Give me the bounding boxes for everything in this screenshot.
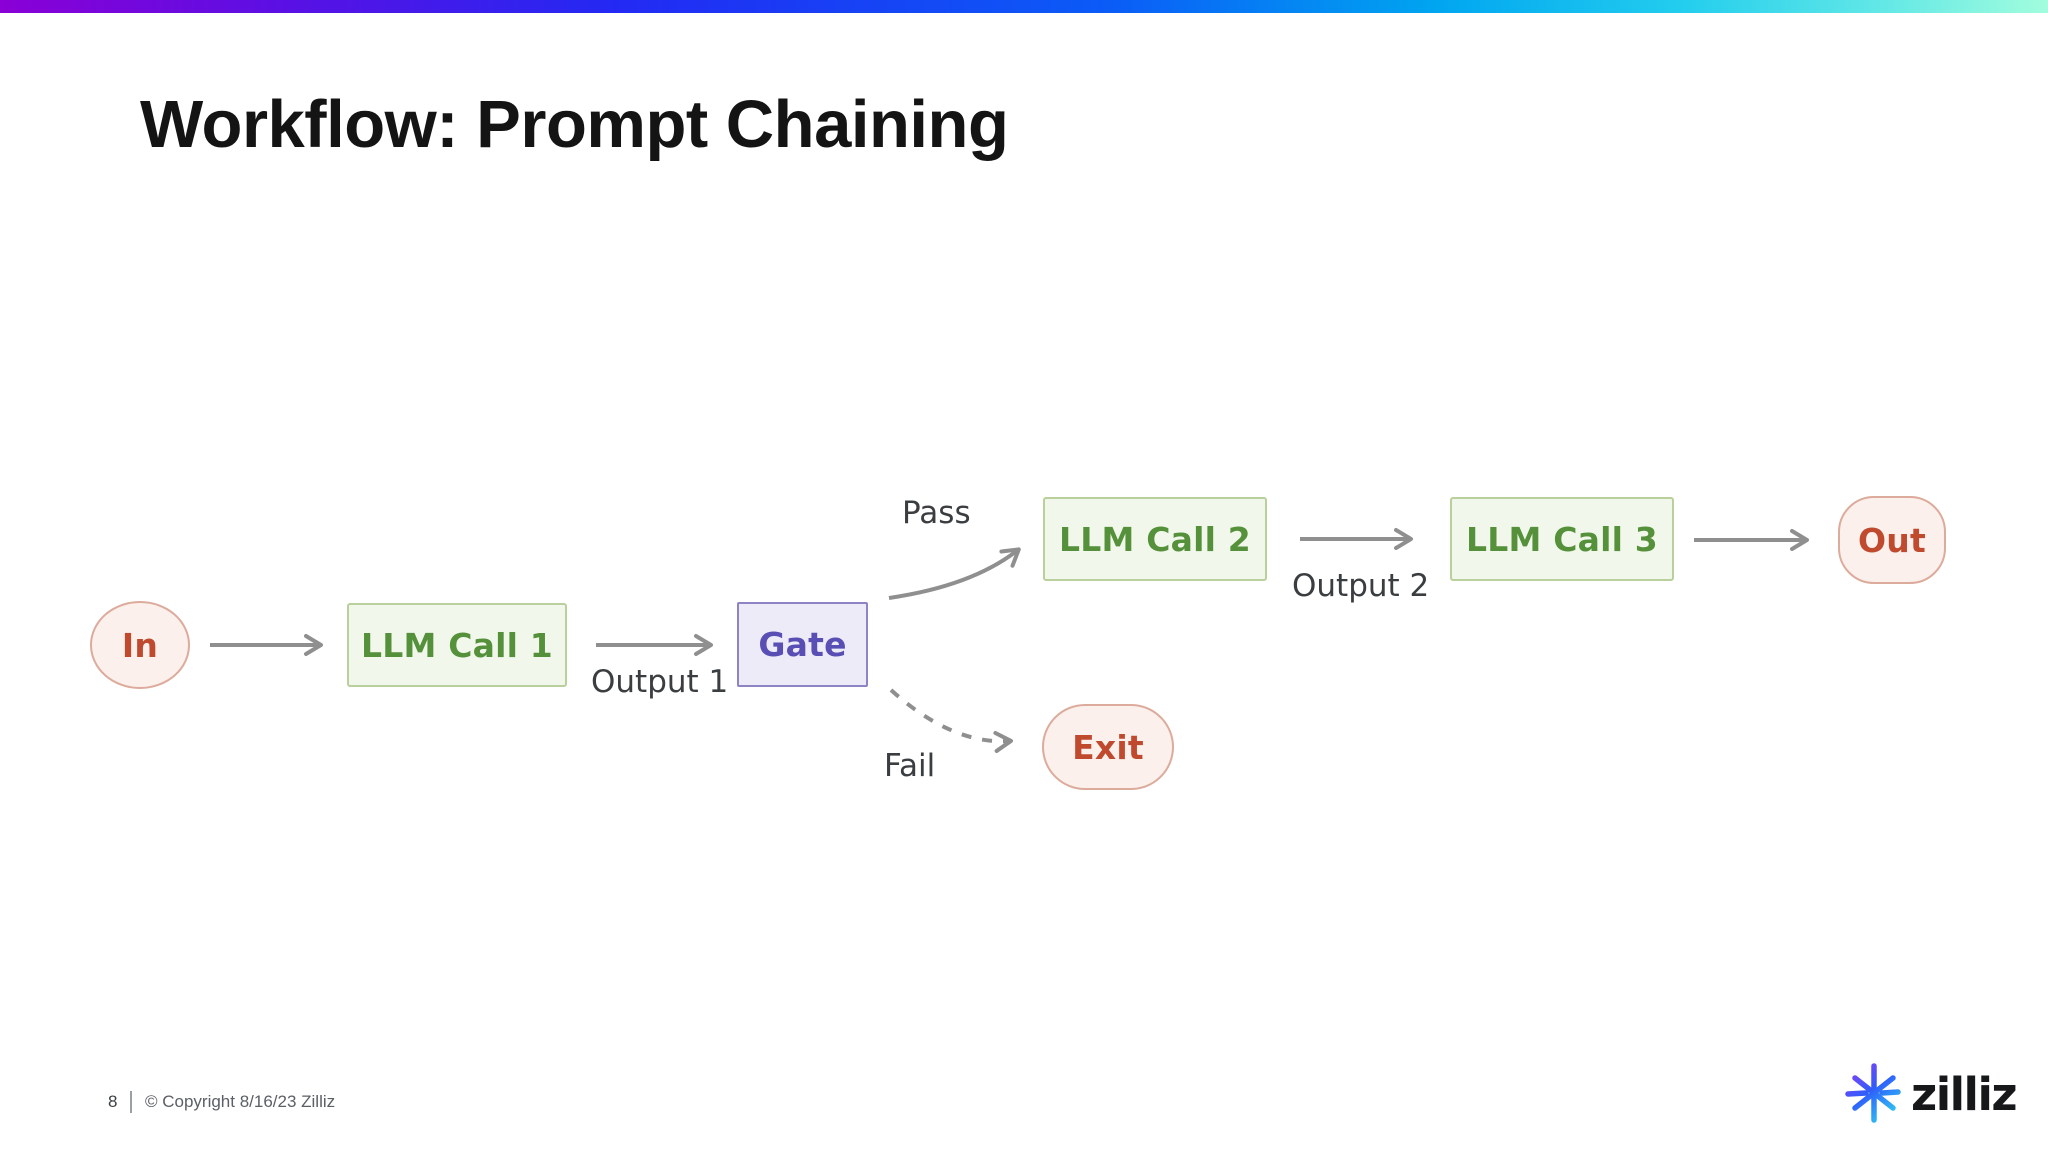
node-exit: Exit bbox=[1042, 704, 1174, 790]
arrow-gate-to-llm2-pass bbox=[888, 547, 1021, 600]
node-exit-label: Exit bbox=[1072, 727, 1144, 767]
footer-divider bbox=[130, 1091, 132, 1113]
gradient-accent-bar bbox=[0, 0, 2048, 13]
node-llm-call-1: LLM Call 1 bbox=[347, 603, 567, 687]
edge-label-output-2: Output 2 bbox=[1292, 568, 1430, 604]
zilliz-logo: zilliz bbox=[1842, 1060, 2018, 1126]
page-number: 8 bbox=[108, 1092, 118, 1111]
edge-label-fail: Fail bbox=[884, 748, 936, 784]
node-out: Out bbox=[1838, 496, 1946, 584]
node-llm-call-2: LLM Call 2 bbox=[1043, 497, 1267, 581]
node-in-label: In bbox=[121, 625, 159, 665]
edge-label-pass: Pass bbox=[902, 495, 971, 531]
node-out-label: Out bbox=[1858, 520, 1926, 560]
arrow-gate-to-exit-fail bbox=[889, 688, 1013, 753]
copyright-text: © Copyright 8/16/23 Zilliz bbox=[144, 1092, 336, 1111]
node-gate-label: Gate bbox=[758, 625, 847, 664]
node-llm-call-3: LLM Call 3 bbox=[1450, 497, 1674, 581]
node-in: In bbox=[90, 601, 190, 689]
node-llm-call-3-label: LLM Call 3 bbox=[1466, 519, 1658, 559]
slide-title: Workflow: Prompt Chaining bbox=[140, 87, 1009, 162]
edge-label-output-1: Output 1 bbox=[591, 664, 729, 700]
node-llm-call-1-label: LLM Call 1 bbox=[361, 625, 553, 665]
zilliz-logo-icon bbox=[1845, 1063, 1901, 1123]
zilliz-logo-text: zilliz bbox=[1911, 1067, 2018, 1121]
slide-footer: 8 © Copyright 8/16/23 Zilliz bbox=[108, 1091, 335, 1113]
node-gate: Gate bbox=[737, 602, 868, 687]
node-llm-call-2-label: LLM Call 2 bbox=[1059, 519, 1251, 559]
